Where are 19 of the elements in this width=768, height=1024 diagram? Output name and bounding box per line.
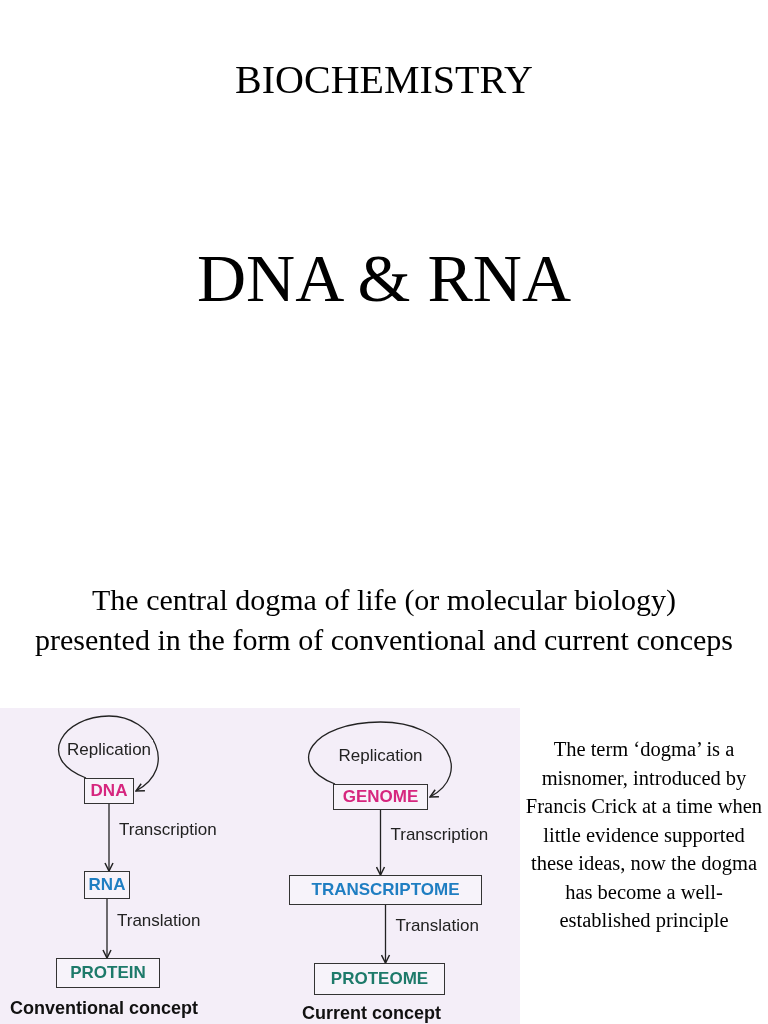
arrow (380, 904, 391, 964)
edge-label: Replication (336, 746, 425, 766)
arrow (375, 809, 386, 876)
arrow (308, 721, 452, 798)
process-box: DNA (84, 778, 134, 804)
process-box: GENOME (333, 784, 428, 810)
process-box: PROTEIN (56, 958, 160, 988)
arrow (58, 715, 159, 792)
side-note: The term ‘dogma’ is a misnomer, introduced by Francis Crick at a time when little evidence supported these ideas, now the dogma has become a well-established principle (524, 737, 764, 934)
title: BIOCHEMISTRY (234, 56, 534, 104)
process-box: TRANSCRIPTOME (289, 875, 482, 905)
heading: DNA & RNA (195, 239, 572, 318)
subtitle: The central dogma of life (or molecular biology) presented in the form of conventional and current conceps (34, 582, 734, 658)
diagram-caption: Current concept (302, 1003, 442, 1024)
process-box: RNA (84, 871, 130, 899)
process-box: PROTEOME (314, 963, 445, 995)
arrow (102, 898, 112, 959)
diagram-caption: Conventional concept (10, 998, 198, 1019)
arrow (104, 803, 114, 872)
